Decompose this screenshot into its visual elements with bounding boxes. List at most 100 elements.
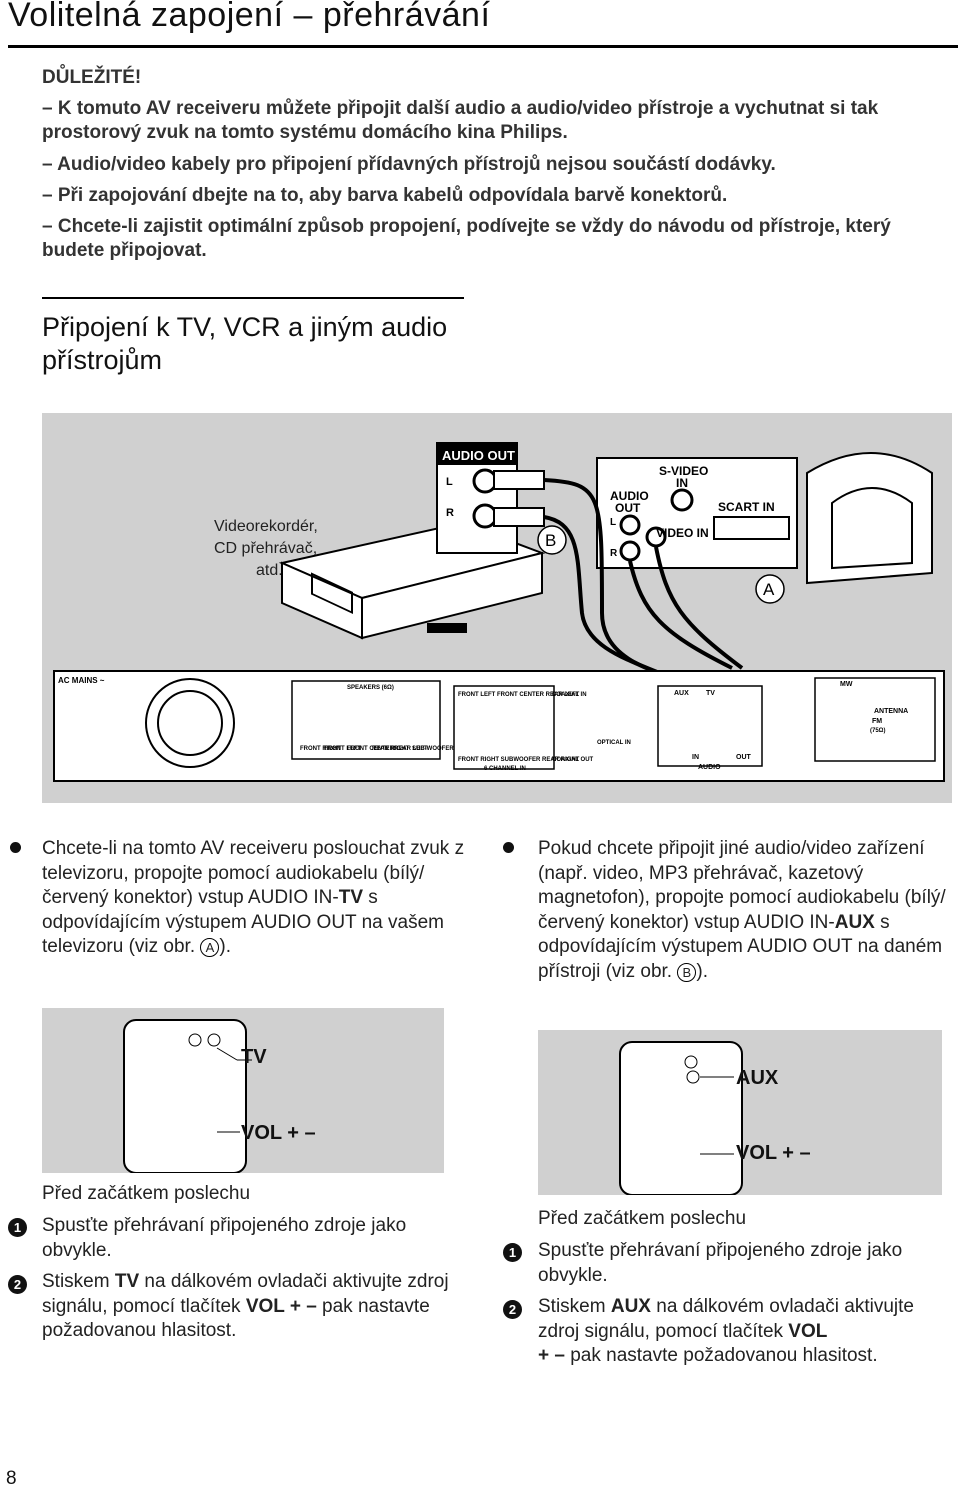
tv-r-label: R [610, 548, 618, 559]
left-step-2-text: Stiskem [42, 1271, 115, 1292]
left-before: Před začátkem poslechu [42, 1183, 251, 1204]
important-item-4: – Chcete-li zajistit optimální způsob pr… [42, 216, 891, 261]
audio-label: AUDIO [698, 764, 721, 771]
remote-control-icon-right [619, 1041, 743, 1196]
right-step-2-text: Stiskem [538, 1296, 611, 1317]
left-step-2-bold-2: VOL + – [245, 1295, 317, 1317]
out-label: OUT [736, 754, 752, 761]
right-before: Před začátkem poslechu [538, 1208, 747, 1229]
spk-label-2: FRONT LEFT [324, 746, 362, 752]
important-label: DŮLEŽITÉ! [42, 67, 142, 88]
bottom-row-labels: FRONT RIGHT SUBWOOFER REAR RIGHT [458, 757, 580, 763]
device-label-line-1: Videorekordér, [214, 518, 318, 535]
important-item-2: – Audio/video kabely pro připojení přída… [42, 154, 776, 175]
left-paragraph: Chcete-li na tomto AV receiveru poslouch… [42, 837, 472, 960]
device-l-label: L [446, 476, 453, 488]
right-paragraph: Pokud chcete připojit jiné audio/video z… [538, 837, 958, 984]
tv-l-label: L [610, 517, 616, 528]
left-step-1: Spusťte přehrávaní připojeného zdroje ja… [42, 1215, 407, 1261]
antenna-label: ANTENNA [874, 708, 908, 715]
right-remote-label: AUX [736, 1067, 779, 1089]
optical-in-label: OPTICAL IN [597, 740, 631, 746]
connection-diagram: Videorekordér, CD přehrávač, atd. AUDIO … [42, 413, 952, 803]
ac-mains-label: AC MAINS ~ [58, 676, 105, 685]
section-rule [42, 297, 464, 299]
connection-diagram-illustration: Videorekordér, CD přehrávač, atd. AUDIO … [53, 442, 945, 782]
callout-a: A [755, 574, 785, 604]
left-step-2-number: 2 [8, 1275, 27, 1294]
mw-label: MW [840, 681, 853, 688]
top-row-labels: FRONT LEFT FRONT CENTER REAR LEFT [458, 692, 580, 698]
right-step-2-bold-3: + – [538, 1345, 565, 1366]
left-para-text-2: s odpovídajícím výstupem AUDIO OUT na va… [42, 887, 444, 957]
tv-audio-out-label-2: OUT [615, 501, 641, 515]
right-para-ref: B [677, 962, 697, 982]
video-in-label: VIDEO IN [656, 526, 709, 540]
right-step-2-bold-2: VOL [788, 1320, 828, 1342]
important-item-1: – K tomuto AV receiveru můžete připojit … [42, 98, 879, 143]
svideo-label-2: IN [676, 476, 688, 490]
speakers-label: SPEAKERS (6Ω) [347, 685, 394, 691]
left-para-ref: A [200, 938, 220, 957]
aux-label: AUX [674, 690, 689, 697]
spk-label-5: REAR LEFT [394, 746, 428, 752]
coaxial-in-label: COAXIAL IN [552, 692, 587, 698]
callout-a-label: A [763, 580, 775, 599]
fm-ohm-label: (75Ω) [870, 728, 885, 734]
right-step-2-text-2: na dálkovém ovladači aktivujte zdroj sig… [538, 1296, 914, 1342]
left-para-text: Chcete-li na tomto AV receiveru poslouch… [42, 838, 465, 908]
six-channel-in-label: 6 CHANNEL IN [484, 766, 526, 772]
left-step-2-text-2: na dálkovém ovladači aktivujte zdroj sig… [42, 1271, 449, 1317]
bullet-left [10, 842, 21, 853]
spk-label-4: REAR RIGHT [372, 746, 410, 752]
title-rule [8, 45, 958, 48]
device-label-line-2: CD přehrávač, [214, 540, 317, 557]
page-number: 8 [6, 1468, 17, 1489]
right-para-bold: AUX [834, 911, 875, 933]
section-title: Připojení k TV, VCR a jiným audio přístr… [42, 312, 448, 375]
left-step-2: Stiskem TV na dálkovém ovladači aktivujt… [42, 1270, 462, 1344]
left-remote-label: TV [241, 1046, 267, 1068]
left-step-2-bold-1: TV [114, 1271, 140, 1292]
remote-control-icon [123, 1019, 252, 1174]
right-step-2-number: 2 [503, 1300, 522, 1319]
right-para-end: ). [696, 960, 708, 982]
page-title: Volitelná zapojení – přehrávání [8, 0, 491, 34]
spk-label-1: FRONT RIGHT [300, 746, 341, 752]
spk-label-3: FRONT CENTER [347, 746, 395, 752]
spk-label-6: SUB-WOOFER [412, 746, 454, 752]
left-step-1-number: 1 [8, 1218, 27, 1237]
tv-back [806, 452, 933, 585]
device-r-label: R [446, 507, 454, 519]
scart-in-label: SCART IN [718, 500, 775, 514]
right-step-1: Spusťte přehrávaní připojeného zdroje ja… [538, 1240, 903, 1286]
right-para-text: Pokud chcete připojit jiné audio/video z… [538, 838, 946, 933]
device-audio-out-panel: AUDIO OUT L R [436, 442, 545, 554]
svideo-label-1: S-VIDEO [659, 464, 708, 478]
right-para-text-2: s odpovídajícím výstupem AUDIO OUT na da… [538, 911, 943, 982]
left-para-bold: TV [338, 887, 363, 908]
right-step-2-text-3: pak nastavte požadovanou hlasitost. [564, 1345, 878, 1366]
left-remote-illustration [42, 1008, 444, 1174]
right-vol-label: VOL + – [736, 1142, 811, 1164]
right-step-2-bold-1: AUX [610, 1296, 651, 1317]
tv-connection-panel: S-VIDEO IN AUDIO OUT SCART IN VIDEO IN L… [596, 457, 798, 569]
tv-label: TV [706, 690, 715, 697]
audio-out-label: AUDIO OUT [442, 448, 515, 463]
callout-b: B [537, 525, 567, 555]
callout-b-label: B [545, 531, 556, 550]
right-step-2: Stiskem AUX na dálkovém ovladači aktivuj… [538, 1295, 956, 1369]
bullet-right [503, 842, 514, 853]
in-label: IN [692, 754, 699, 761]
right-remote-illustration [538, 1030, 942, 1196]
receiver-back-panel: AC MAINS ~ SPEAKERS (6Ω) FRONT RIGHT FRO… [53, 670, 945, 782]
device-label-line-3: atd. [256, 562, 283, 579]
important-item-3: – Při zapojování dbejte na to, aby barva… [42, 185, 728, 206]
tv-audio-out-label-1: AUDIO [610, 489, 649, 503]
left-para-end: ). [219, 936, 232, 957]
fm-label: FM [872, 718, 882, 725]
coaxial-out-label: COAXIAL OUT [552, 757, 594, 763]
left-vol-label: VOL + – [241, 1122, 316, 1144]
right-step-1-number: 1 [503, 1243, 522, 1262]
left-step-2-text-3: pak nastavte požadovanou hlasitost. [42, 1295, 430, 1342]
